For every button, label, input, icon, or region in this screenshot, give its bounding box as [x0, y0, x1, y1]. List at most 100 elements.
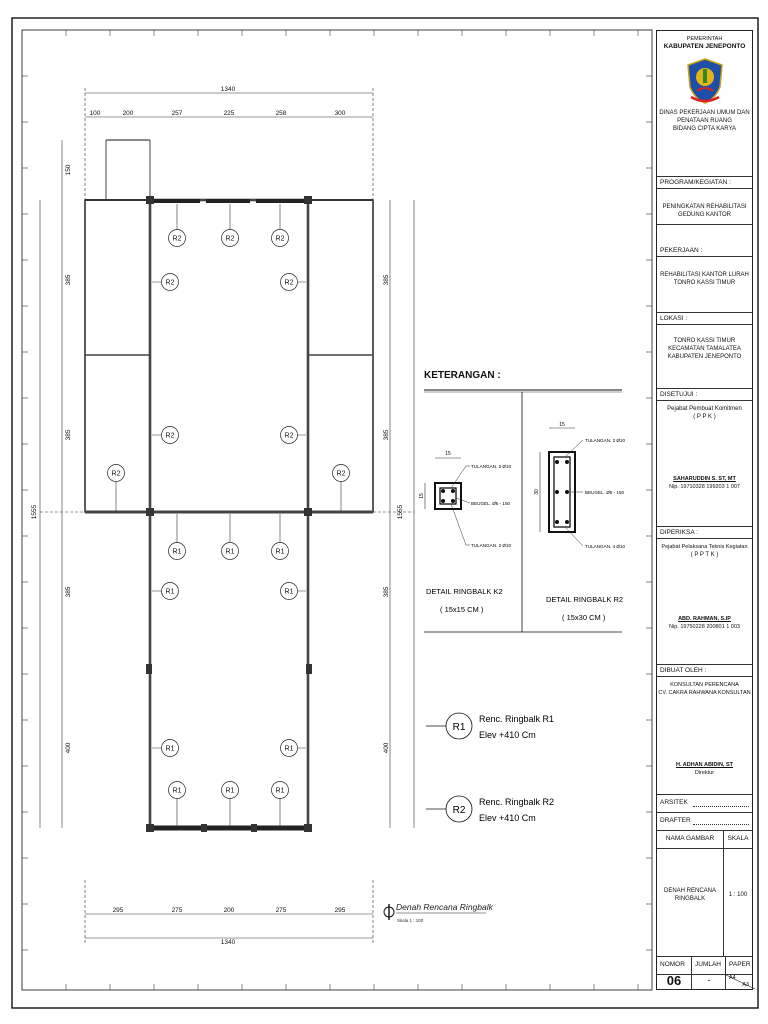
tb-ppk2: ( P P K )	[693, 414, 716, 420]
k2-title: DETAIL RINGBALK K2	[426, 587, 503, 596]
dim-left-4: 385	[65, 586, 72, 597]
tb-drafter: DRAFTER	[657, 813, 752, 831]
tb-nomor-header: NOMOR JUMLAH PAPER	[657, 957, 752, 975]
dim-right-3: 385	[383, 586, 390, 597]
r1-marker: R1	[280, 739, 306, 757]
r2-stirrup: BEUGEL. Ø6 - 150	[585, 490, 625, 495]
tb-nama-gambar1: DENAH RENCANA	[663, 888, 716, 894]
legend-r2-line1: Renc. Ringbalk R2	[479, 797, 554, 807]
tb-paper-cell: A4 A3	[725, 975, 755, 989]
r1-marker: R1	[271, 514, 289, 560]
r2-dim-height: 30	[534, 489, 540, 495]
r2-marker: R2	[152, 273, 179, 291]
tb-lokasi1: TONRO KASSI TIMUR	[673, 338, 736, 344]
tb-lokasi: LOKASI : TONRO KASSI TIMUR KECAMATAN TAM…	[657, 313, 752, 389]
tb-gov2: KABUPATEN JENEPONTO	[663, 43, 746, 50]
tb-paper2: A3	[742, 982, 749, 988]
detail-r2-section: 15 30 TULANGAN. 2 Ø10 BEUGEL. Ø6 - 150 T…	[534, 422, 626, 622]
r1-marker: R1	[280, 582, 306, 600]
r2-dim-width: 15	[559, 422, 565, 428]
tb-disetujui-label: DISETUJUI :	[657, 389, 752, 401]
tb-program: PROGRAM/KEGIATAN : PENINGKATAN REHABILIT…	[657, 177, 752, 225]
r2-marker: R2	[332, 464, 350, 512]
tb-dibuat-label: DIBUAT OLEH :	[657, 665, 752, 677]
r1-label: R1	[226, 549, 235, 556]
r1-label: R1	[173, 788, 182, 795]
r2-marker: R2	[221, 204, 239, 247]
tb-ppk-name: SAHARUDDIN S. ST, MT	[673, 476, 736, 482]
tb-diperiksa: DIPERIKSA : Pejabat Pelaksana Teknis Keg…	[657, 527, 752, 665]
keterangan-heading: KETERANGAN :	[424, 370, 501, 381]
k2-dim-width: 15	[445, 451, 451, 457]
r2-label: R2	[166, 280, 175, 287]
drawing-frame	[21, 29, 653, 991]
r2-marker: R2	[271, 204, 289, 247]
tb-diperiksa-label: DIPERIKSA :	[657, 527, 752, 539]
r2-label: R2	[285, 433, 294, 440]
dim-left-5: 400	[65, 742, 72, 753]
r2-label: R2	[276, 236, 285, 243]
tb-paper-diagonal	[726, 975, 755, 989]
tb-lokasi-label: LOKASI :	[657, 313, 752, 325]
tb-kons1: KONSULTAN PERENCANA	[670, 682, 739, 688]
tb-pptk2: ( P P T K )	[690, 552, 719, 558]
dim-top-3: 257	[172, 110, 183, 117]
r2-label: R2	[112, 471, 121, 478]
tb-nomor-values: 06 - A4 A3	[657, 973, 755, 989]
legend-r1-symbol: R1	[453, 722, 466, 733]
tb-pptk-name: ABD. RAHMAN, S.IP	[678, 616, 731, 622]
drawing-scale: Skala 1 : 100	[397, 918, 424, 923]
tb-nama-gambar-label: NAMA GAMBAR	[665, 835, 715, 842]
r2-marker: R2	[280, 273, 306, 291]
dim-total-right: 1555	[397, 504, 404, 519]
tb-nama-gambar: DENAH RENCANA RINGBALK	[657, 887, 723, 903]
dimension-texts: 1340 100 200 257 225 258 300 295 275 200…	[31, 86, 404, 946]
drawing-title: Denah Rencana Ringbalk	[396, 902, 494, 912]
r1-label: R1	[226, 788, 235, 795]
k2-bottom-rebar: TULANGAN. 2 Ø10	[471, 543, 512, 548]
tb-skala-label: SKALA	[723, 831, 752, 848]
r2-marker: R2	[280, 426, 306, 444]
r2-label: R2	[226, 236, 235, 243]
r1-marker: R1	[168, 514, 186, 560]
r1-marker: R1	[221, 514, 239, 560]
detail-k2-section: 15 15 TULANGAN. 2 Ø10 BEUGEL. Ø6 - 150 T…	[419, 451, 512, 614]
r2-marker: R2	[152, 426, 179, 444]
tb-nama: DENAH RENCANA RINGBALK 1 : 100	[657, 849, 752, 957]
tb-disetujui: DISETUJUI : Pejabat Pembuat Komitmen ( P…	[657, 389, 752, 527]
tb-program-label: PROGRAM/KEGIATAN :	[657, 177, 752, 189]
r2-top-rebar: TULANGAN. 2 Ø10	[585, 438, 626, 443]
dim-top-4: 225	[224, 110, 235, 117]
tb-pptk-nip: Nip. 19750228 200801 1 003	[669, 624, 740, 630]
outer-frame	[11, 17, 759, 1009]
tb-pptk1: Pejabat Pelaksana Teknis Kegiatan	[661, 544, 748, 550]
floor-plan	[84, 139, 374, 832]
tb-dir-name: H. ADHAN ABIDIN, ST	[675, 762, 734, 768]
legend-r1-line2: Elev +410 Cm	[479, 730, 536, 740]
r2-title: DETAIL RINGBALK R2	[546, 595, 623, 604]
r1-label: R1	[276, 788, 285, 795]
title-block: PEMERINTAH KABUPATEN JENEPONTO DINAS PEK…	[656, 30, 755, 990]
tb-dibuat: DIBUAT OLEH : KONSULTAN PERENCANA CV. CA…	[657, 665, 752, 795]
dim-top-6: 300	[335, 110, 346, 117]
tb-skala: 1 : 100	[728, 892, 748, 898]
dim-left-2: 385	[65, 274, 72, 285]
tb-nama-gambar2: RINGBALK	[674, 896, 706, 902]
r1-label: R1	[276, 549, 285, 556]
r1-label: R1	[166, 589, 175, 596]
dim-right-2: 385	[383, 429, 390, 440]
dim-bottom-3: 200	[224, 907, 235, 914]
dim-total-left: 1555	[31, 504, 38, 519]
drawing-title-block: Denah Rencana Ringbalk Skala 1 : 100	[383, 902, 494, 923]
tb-dept1: DINAS PEKERJAAN UMUM DAN	[659, 110, 750, 116]
dim-bottom-1: 295	[113, 907, 124, 914]
tb-kons2: CV. CAKRA RAHWANA KONSULTAN	[658, 690, 751, 696]
dim-right-1: 385	[383, 274, 390, 285]
tb-ppk-nip: Nip. 19710328 199203 1 007	[669, 484, 740, 490]
dim-bottom-5: 295	[335, 907, 346, 914]
tb-nama-header: NAMA GAMBAR SKALA	[657, 831, 752, 849]
tb-drafter-label: DRAFTER	[660, 817, 691, 824]
r2-marker: R2	[107, 464, 125, 512]
